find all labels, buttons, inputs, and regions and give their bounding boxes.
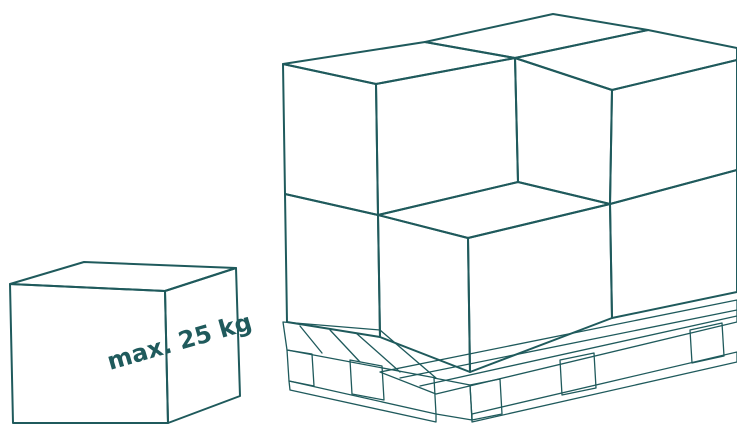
single-box-side [164, 267, 241, 424]
pallet-block [469, 378, 503, 421]
pallet-slat [299, 325, 323, 354]
stacked-box-bottom-right [609, 169, 737, 319]
stacked-box-back-top [424, 13, 649, 59]
pallet-deck-front [379, 299, 737, 395]
pallet-block [559, 352, 597, 396]
pallet-block [349, 359, 385, 401]
pallet-block [433, 377, 473, 421]
stacked-box-bottom-left [284, 193, 381, 338]
stacked-box-bottom-middle [377, 181, 613, 373]
stacked-box-top-left [282, 41, 519, 216]
pallet-block [286, 349, 315, 387]
pallet-runner [471, 351, 737, 423]
pallet-block [689, 322, 725, 364]
box-stack [282, 13, 737, 373]
single-box-top [9, 261, 237, 292]
pallet-runner [288, 380, 437, 423]
pallet-slat [329, 329, 361, 363]
pallet [282, 299, 737, 423]
pallet-slat [355, 332, 401, 373]
pallet-slat [419, 315, 737, 387]
pallet-slat [399, 309, 737, 379]
weight-label: max. 25 kg [104, 308, 255, 376]
single-box: max. 25 kg [9, 261, 255, 424]
